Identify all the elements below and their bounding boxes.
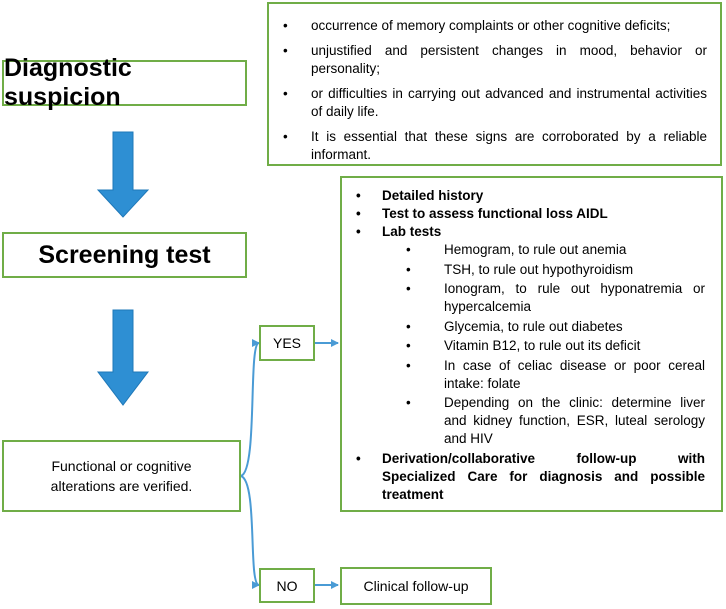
no-connector bbox=[240, 475, 260, 589]
verification-label: Functional or cognitive alterations are … bbox=[50, 458, 193, 494]
criteria-item: occurrence of memory complaints or other… bbox=[269, 17, 707, 36]
diagnostic-suspicion-box: Diagnostic suspicion bbox=[2, 54, 247, 111]
lab-tests-list: Hemogram, to rule out anemia TSH, to rul… bbox=[382, 241, 705, 448]
lab-test-item: Ionogram, to rule out hyponatremia or hy… bbox=[392, 280, 705, 316]
criteria-list: occurrence of memory complaints or other… bbox=[269, 17, 707, 165]
diagnostic-suspicion-label: Diagnostic suspicion bbox=[4, 54, 132, 111]
criteria-item: or difficulties in carrying out advanced… bbox=[269, 85, 707, 122]
lab-test-item: TSH, to rule out hypothyroidism bbox=[392, 261, 705, 279]
lab-test-item: In case of celiac disease or poor cereal… bbox=[392, 357, 705, 393]
clinical-followup-box: Clinical follow-up bbox=[340, 567, 492, 605]
investigations-box: Detailed history Test to assess function… bbox=[340, 176, 723, 512]
screening-test-box: Screening test bbox=[2, 232, 247, 278]
no-label: NO bbox=[276, 577, 298, 594]
lab-tests-item: Lab tests Hemogram, to rule out anemia T… bbox=[342, 223, 705, 448]
no-box: NO bbox=[259, 568, 315, 603]
lab-test-item: Depending on the clinic: determine liver… bbox=[392, 394, 705, 448]
criteria-item: unjustified and persistent changes in mo… bbox=[269, 42, 707, 79]
criteria-box: occurrence of memory complaints or other… bbox=[267, 2, 722, 166]
yes-label: YES bbox=[272, 335, 301, 351]
yes-box: YES bbox=[259, 325, 315, 361]
verification-box: Functional or cognitive alterations are … bbox=[2, 440, 241, 512]
functional-test-item: Test to assess functional loss AIDL bbox=[342, 205, 705, 223]
lab-test-item: Hemogram, to rule out anemia bbox=[392, 241, 705, 259]
lab-test-item: Glycemia, to rule out diabetes bbox=[392, 318, 705, 336]
lab-tests-label: Lab tests bbox=[382, 224, 442, 239]
down-arrow-2 bbox=[96, 309, 150, 406]
criteria-item: It is essential that these signs are cor… bbox=[269, 128, 707, 165]
investigations-list: Detailed history Test to assess function… bbox=[342, 187, 705, 504]
referral-item: Derivation/collaborative follow-up with … bbox=[342, 450, 705, 504]
down-arrow-1 bbox=[96, 131, 150, 218]
lab-test-item: Vitamin B12, to rule out its deficit bbox=[392, 337, 705, 355]
clinical-followup-label: Clinical follow-up bbox=[363, 578, 469, 594]
yes-connector bbox=[240, 339, 260, 477]
detailed-history-item: Detailed history bbox=[342, 187, 705, 205]
screening-test-label: Screening test bbox=[38, 240, 211, 269]
